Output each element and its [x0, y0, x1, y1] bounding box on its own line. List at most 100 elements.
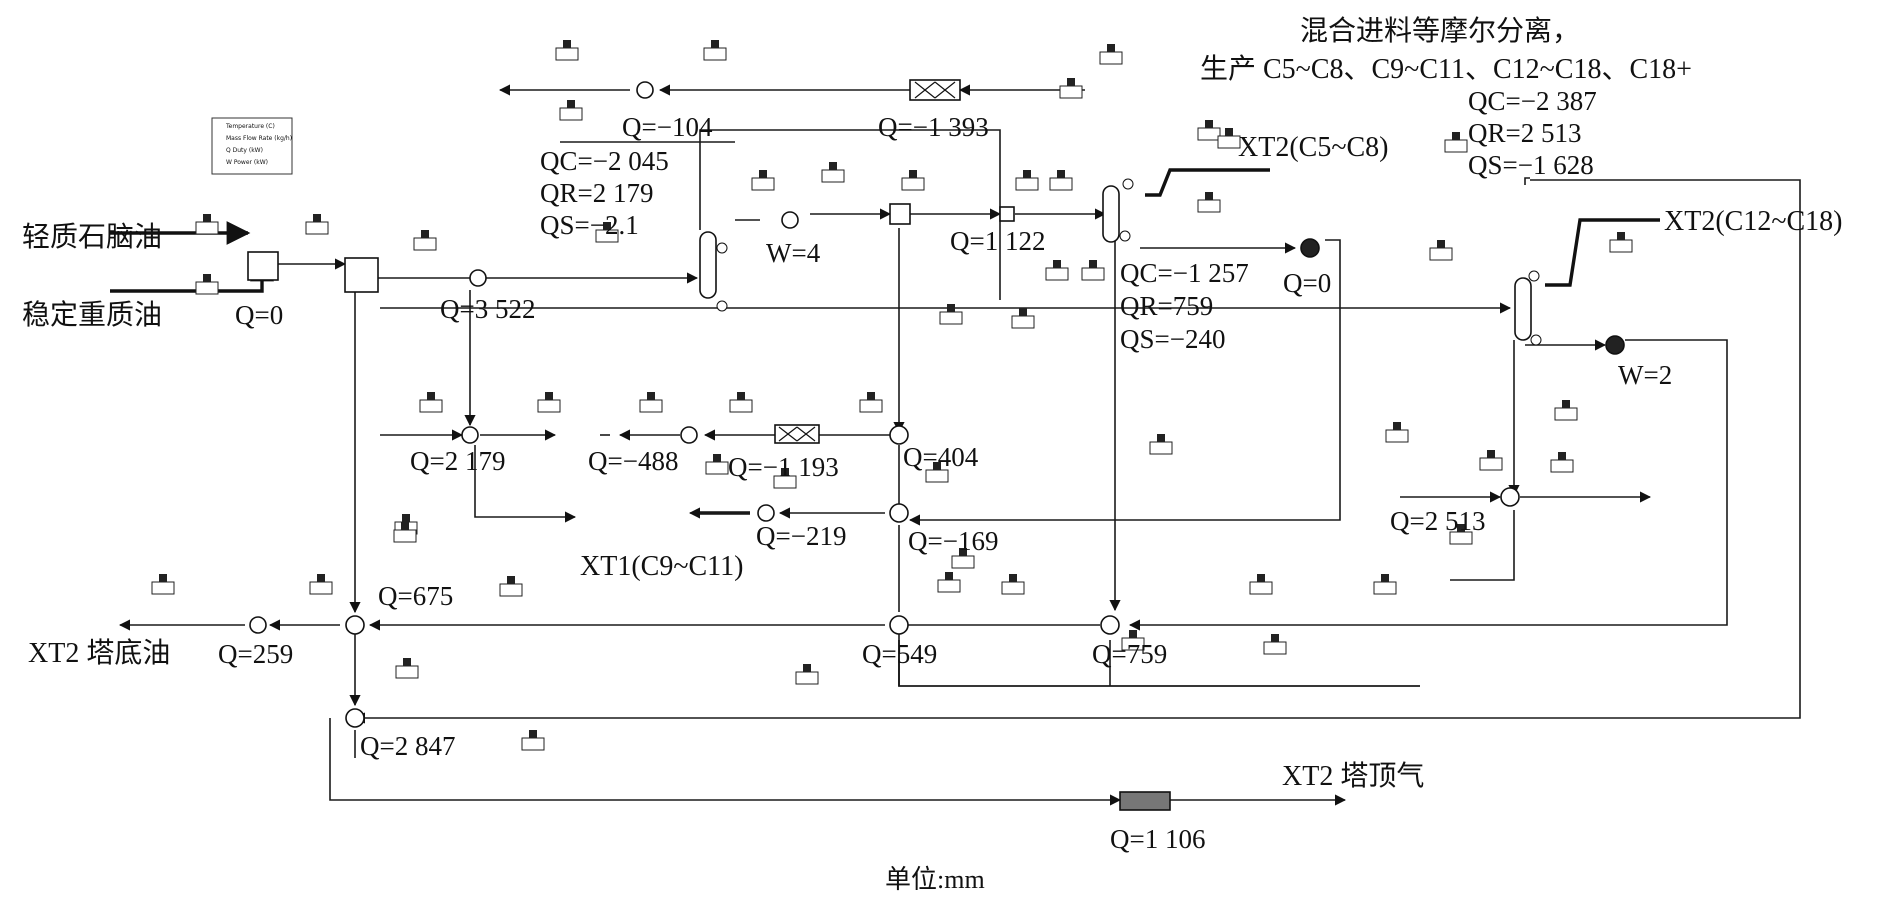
stream-tag-marker	[1057, 170, 1065, 178]
distillation-column-3	[1514, 270, 1542, 346]
product-xt1-c9-c11: XT1(C9~C11)	[580, 551, 743, 582]
stream-tag-box	[1249, 581, 1273, 595]
stream-lines	[110, 84, 1801, 806]
stream-tag-marker	[529, 730, 537, 738]
feed-stable-heavy-oil: 稳定重质油	[22, 299, 162, 331]
stream-tag-marker	[1457, 524, 1465, 532]
stream-tag-box	[1263, 641, 1287, 655]
stream-tag-marker	[829, 162, 837, 170]
svg-text:Temperature (C): Temperature (C)	[225, 123, 275, 130]
duty-exch-e111: Q=759	[1092, 639, 1167, 669]
distillation-column-1	[699, 231, 728, 312]
feed-light-naphtha: 轻质石脑油	[22, 221, 162, 253]
stream-tag-box	[859, 399, 883, 413]
stream-tag-box	[1429, 247, 1453, 261]
duty-exch-e106: Q=2 179	[410, 446, 505, 476]
header-line-2: 生产 C5~C8、C9~C11、C12~C18、C18+	[1200, 53, 1692, 85]
stream-tag-marker	[867, 392, 875, 400]
stream-tag-box	[1197, 127, 1221, 141]
duty-pump1: W=4	[766, 238, 821, 268]
column1-qc: QC=−2 045	[540, 146, 669, 176]
stream-tag-box	[559, 107, 583, 121]
stream-tag-box	[951, 555, 975, 569]
stream-tag-marker	[567, 100, 575, 108]
stream-tag-box	[1554, 407, 1578, 421]
stream-tag-box	[413, 237, 437, 251]
stream-tag-marker	[563, 40, 571, 48]
header-line-1: 混合进料等摩尔分离，	[1300, 15, 1580, 47]
legend-box: Temperature (C) Mass Flow Rate (kg/h) Q …	[211, 117, 293, 175]
column2-qs: QS=−240	[1120, 324, 1225, 354]
stream-tag-boxes	[151, 40, 1633, 751]
stream-tag-marker	[203, 214, 211, 222]
stream-tag-marker	[1225, 128, 1233, 136]
stream-tag-box	[639, 399, 663, 413]
stream-tag-box	[1045, 267, 1069, 281]
product-xt2-bottom-oil: XT2 塔底油	[28, 637, 170, 669]
stream-tag-marker	[317, 574, 325, 582]
stream-tag-marker	[1487, 450, 1495, 458]
stream-tag-marker	[421, 230, 429, 238]
product-xt2-c12-c18: XT2(C12~C18)	[1664, 206, 1842, 237]
duty-mixer: Q=0	[235, 300, 283, 330]
stream-tag-marker	[713, 454, 721, 462]
stream-tag-box	[821, 169, 845, 183]
stream-tag-marker	[1205, 120, 1213, 128]
duty-exch-e104: Q=404	[903, 442, 979, 472]
mixer-block	[247, 251, 279, 281]
svg-text:Q Duty (kW): Q Duty (kW)	[226, 147, 263, 154]
column3-qs: QS=−1 628	[1468, 150, 1594, 180]
svg-text:W Power (kW): W Power (kW)	[226, 159, 268, 166]
stream-tag-box	[1081, 267, 1105, 281]
duty-exch-f112: Q=2 513	[1390, 506, 1485, 536]
stream-tag-box	[521, 737, 545, 751]
stream-tag-marker	[1067, 78, 1075, 86]
column1-qr: QR=2 179	[540, 178, 653, 208]
duty-cooler-top: Q=−104	[622, 112, 713, 142]
unit-note: 单位:mm	[885, 865, 985, 894]
stream-tag-box	[939, 311, 963, 325]
stream-tag-box	[537, 399, 561, 413]
stream-tag-box	[305, 221, 329, 235]
stream-tag-box	[1217, 135, 1241, 149]
stream-tag-box	[1099, 51, 1123, 65]
stream-tag-marker	[1381, 574, 1389, 582]
stream-tag-box	[393, 529, 417, 543]
stream-tag-marker	[203, 274, 211, 282]
stream-tag-marker	[1271, 634, 1279, 642]
stream-tag-marker	[1562, 400, 1570, 408]
column2-qc: QC=−1 257	[1120, 258, 1249, 288]
aircooler-a102	[909, 79, 961, 101]
stream-tag-box	[1479, 457, 1503, 471]
stream-tag-marker	[545, 392, 553, 400]
stream-tag-box	[419, 399, 443, 413]
duty-aircooler-top: Q=−1 393	[878, 112, 989, 142]
stream-tag-marker	[1452, 132, 1460, 140]
pump-2	[1300, 238, 1320, 258]
stream-tag-box	[395, 665, 419, 679]
stream-tag-marker	[427, 392, 435, 400]
stream-tag-box	[1444, 139, 1468, 153]
stream-tag-marker	[1089, 260, 1097, 268]
stream-tag-marker	[1558, 452, 1566, 460]
flash-drum-block	[889, 203, 911, 225]
stream-tag-box	[795, 671, 819, 685]
stream-tag-marker	[1107, 44, 1115, 52]
duty-cooler-e105: Q=−219	[756, 521, 846, 551]
stream-tag-box	[1550, 459, 1574, 473]
duty-aircooler-a103: Q=1 106	[1110, 824, 1205, 854]
stream-tag-marker	[1205, 192, 1213, 200]
equipment: Temperature (C) Mass Flow Rate (kg/h) Q …	[211, 79, 1625, 811]
stream-tag-marker	[603, 222, 611, 230]
stream-tag-box	[1373, 581, 1397, 595]
duty-cooler-bottom: Q=259	[218, 639, 293, 669]
aircooler-a101	[774, 424, 820, 444]
stream-tag-marker	[759, 170, 767, 178]
stream-tag-box	[937, 579, 961, 593]
stream-tag-box	[1197, 199, 1221, 213]
stream-tag-marker	[1053, 260, 1061, 268]
stream-tag-box	[1049, 177, 1073, 191]
stream-tag-marker	[313, 214, 321, 222]
heater-block-b9	[999, 206, 1015, 222]
duty-exch-e109: Q=549	[862, 639, 937, 669]
